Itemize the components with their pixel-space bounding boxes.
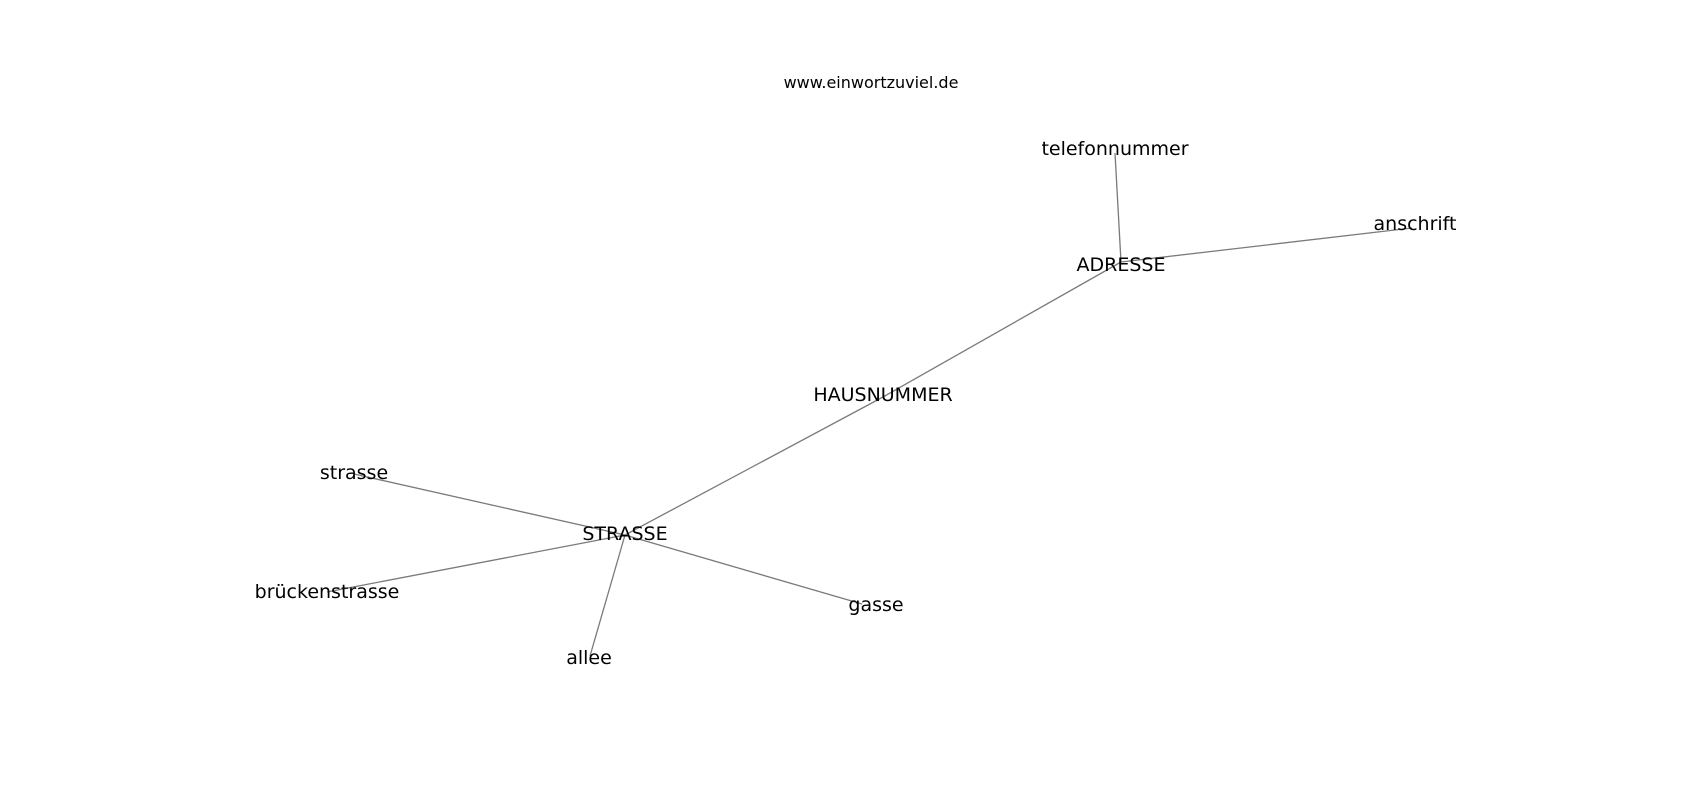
edge-strasse-gasse xyxy=(624,534,863,605)
node-brueckenstrasse: brückenstrasse xyxy=(255,581,400,603)
node-hausnummer: HAUSNUMMER xyxy=(813,384,952,406)
site-url-label: www.einwortzuviel.de xyxy=(784,73,959,92)
edge-layer xyxy=(326,152,1413,657)
edge-adresse-hausnummer xyxy=(882,261,1122,398)
node-allee: allee xyxy=(566,647,612,669)
node-adresse: ADRESSE xyxy=(1077,254,1166,276)
node-anschrift: anschrift xyxy=(1374,213,1457,235)
node-gasse: gasse xyxy=(848,594,903,616)
node-telefonnummer: telefonnummer xyxy=(1041,138,1188,160)
edge-strasse-brueckenstrasse xyxy=(326,534,626,593)
edge-strasse-allee xyxy=(589,534,626,657)
node-strasse_lc: strasse xyxy=(320,462,388,484)
edge-adresse-anschrift xyxy=(1120,227,1413,263)
edge-strasse-strasse_lc xyxy=(353,473,626,536)
node-strasse: STRASSE xyxy=(582,523,667,545)
edge-hausnummer-strasse xyxy=(624,396,884,536)
edge-adresse-telefonnummer xyxy=(1114,152,1122,263)
